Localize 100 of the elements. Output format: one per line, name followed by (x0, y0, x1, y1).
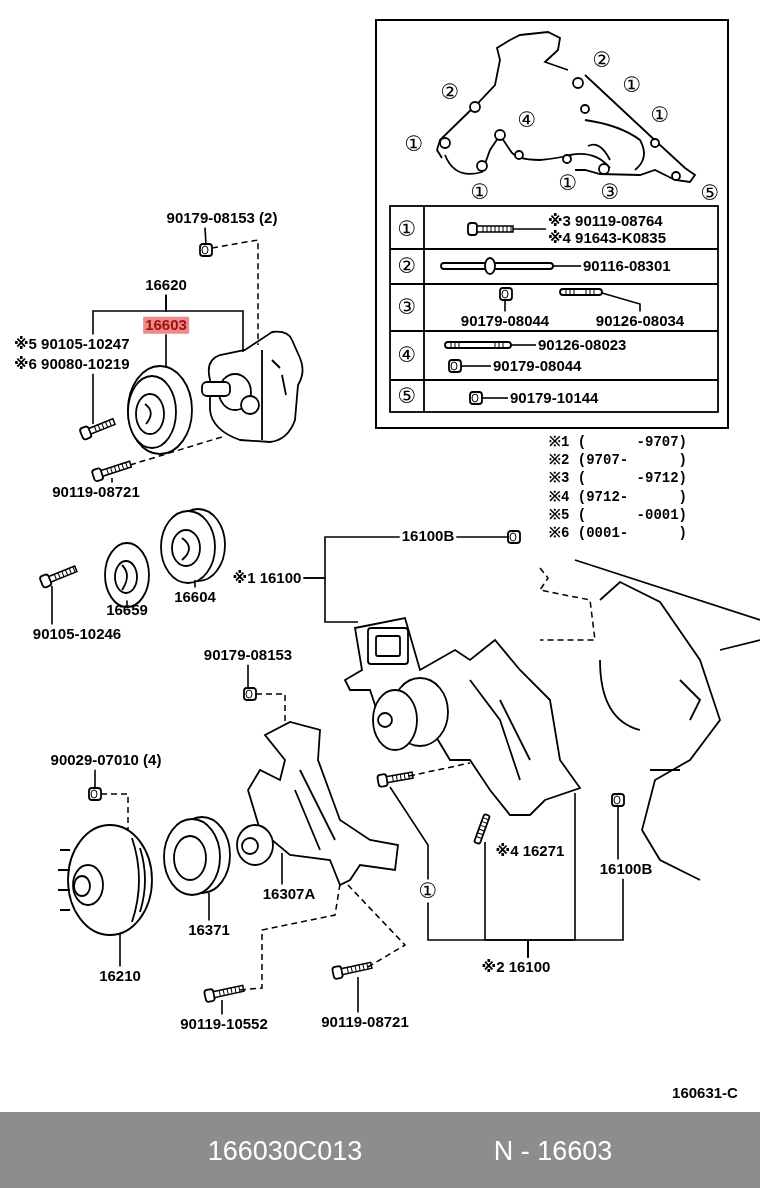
part-number: 166030C013 (207, 1136, 363, 1168)
assembly-line (211, 239, 259, 346)
leader-line (165, 333, 167, 369)
part-number: 90179-10144 (510, 389, 599, 407)
part-number: ※2 16100 (481, 958, 551, 976)
bolt-icon (78, 417, 117, 442)
leader-line (194, 579, 196, 589)
leader-line (601, 292, 641, 313)
water-pump-drawing (343, 616, 582, 816)
leader-line (247, 663, 249, 690)
leader-line (126, 599, 128, 606)
nut-icon (88, 787, 102, 801)
circled-callout-number: ② (592, 49, 612, 71)
circled-callout-number: ① (558, 172, 578, 194)
part-number: 16100B (401, 527, 455, 545)
part-number: ※1 16100 (232, 569, 302, 587)
leader-line (481, 397, 509, 399)
part-number: 16210 (99, 967, 141, 985)
circled-callout-number: ④ (517, 109, 537, 131)
date-range-note: ※6 (0001- ) (549, 524, 687, 542)
part-number: 90179-08044 (460, 312, 550, 330)
circled-callout-number: ① (397, 218, 417, 240)
assembly-line (408, 762, 471, 777)
leader-line (389, 786, 429, 881)
bolt-icon (376, 771, 414, 788)
leader-line (504, 299, 506, 313)
date-range-note: ※2 (9707- ) (549, 451, 687, 469)
bolt-icon (90, 460, 133, 483)
circled-callout-number: ② (440, 81, 460, 103)
part-number: 90116-08301 (583, 257, 671, 275)
part-number: ※3 90119-08764 (548, 211, 664, 229)
assembly-line (100, 793, 129, 831)
part-number: 90105-10246 (32, 625, 122, 643)
nut-icon (611, 793, 625, 807)
leader-line (111, 477, 113, 484)
date-range-note: ※4 (9712- ) (549, 488, 687, 506)
leader-line (357, 976, 359, 1014)
circled-callout-number: ④ (397, 344, 417, 366)
circled-callout-number: ① (404, 133, 424, 155)
circled-callout-number: ① (470, 181, 490, 203)
date-range-note: ※5 ( -0001) (549, 506, 687, 524)
leader-line (460, 365, 492, 367)
leader-line (221, 999, 223, 1016)
part-number: 16371 (188, 921, 230, 939)
highlighted-part-number: 16603 (143, 316, 189, 334)
part-number: ※4 91643-K0835 (548, 229, 666, 247)
tensioner-housing-drawing (201, 330, 304, 443)
part-number: ※5 90105-10247 (14, 335, 130, 353)
nut-icon (507, 530, 521, 544)
circled-callout-number: ① (650, 104, 670, 126)
circled-callout-number: ② (397, 255, 417, 277)
date-range-note: ※3 ( -9712) (549, 469, 687, 487)
part-number: N - 16603 (493, 1136, 613, 1168)
part-number: 90119-10552 (180, 1015, 268, 1033)
pulley-drawing (163, 816, 231, 896)
part-number: 90126-08023 (538, 336, 627, 354)
part-number: ※4 16271 (495, 842, 565, 860)
bolt-icon (331, 961, 373, 981)
leader-line (204, 226, 207, 246)
part-number: 16307A (262, 885, 316, 903)
idler-pulley-drawing (127, 365, 193, 455)
circled-callout-number: ⑤ (397, 385, 417, 407)
bracket-drawing (236, 721, 399, 887)
leader-line (92, 372, 94, 425)
leader-line (510, 344, 537, 346)
stud-icon (559, 288, 603, 296)
part-number: 90029-07010 (4) (50, 751, 162, 769)
nut-icon (469, 391, 483, 405)
leader-line (302, 577, 359, 623)
pulley-drawing (160, 508, 226, 584)
stud-icon (440, 257, 554, 275)
part-number: 90126-08034 (595, 312, 685, 330)
bolt-icon (38, 565, 78, 590)
leader-line (94, 768, 96, 790)
nut-icon (199, 243, 213, 257)
fan-clutch-drawing (57, 824, 153, 936)
leader-line (512, 228, 547, 230)
drawing-number: 160631-C (672, 1084, 738, 1102)
assembly-line (239, 883, 341, 991)
circled-callout-number: ① (418, 880, 438, 902)
leader-line (527, 877, 624, 959)
nut-icon (243, 687, 257, 701)
part-number: 16604 (174, 588, 216, 606)
leader-line (208, 892, 210, 922)
circled-callout-number: ③ (397, 296, 417, 318)
leader-line (455, 536, 510, 538)
leader-line (552, 265, 582, 267)
part-number: 90179-08044 (493, 357, 582, 375)
part-number: 16620 (145, 276, 187, 294)
circled-callout-number: ③ (600, 181, 620, 203)
leader-line (51, 585, 53, 626)
stud-icon (444, 341, 512, 349)
circled-callout-number: ⑤ (700, 182, 720, 204)
nut-icon (448, 359, 462, 373)
part-number: 90179-08153 (2) (166, 209, 278, 227)
leader-line (119, 933, 121, 968)
leader-line (165, 293, 244, 353)
circled-callout-number: ① (622, 74, 642, 96)
assembly-line (347, 884, 407, 968)
bolt-icon (467, 222, 514, 236)
